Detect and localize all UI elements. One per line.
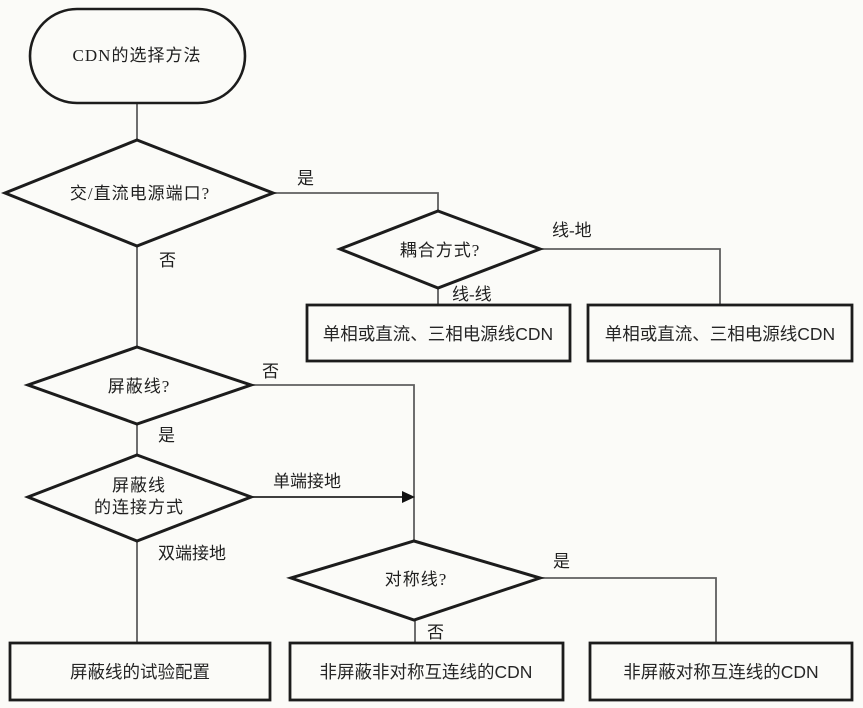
branch-label-symmetric-no: 否 (427, 623, 444, 642)
branch-label-symmetric-yes: 是 (553, 552, 570, 571)
connector-coupling-lineground-to-box (540, 248, 721, 304)
decision-coupling-mode-label: 耦合方式? (400, 241, 481, 260)
box-power-cdn-line-line (305, 303, 572, 363)
decision-shield-connection-label-line2: 的连接方式 (94, 498, 184, 517)
decision-shielded-line-label: 屏蔽线? (108, 377, 171, 396)
arrow-head-icon (402, 491, 415, 503)
connector-power-port-yes-to-coupling (273, 192, 439, 211)
start-terminator-label: CDN的选择方法 (73, 46, 202, 65)
decision-power-port-label: 交/直流电源端口? (70, 184, 210, 203)
connector-shielded-no-to-symmetric (251, 384, 415, 540)
box-unshielded-symmetric-cdn (588, 641, 854, 702)
decision-power-port (0, 138, 278, 248)
connector-symmetric-yes-to-box (540, 577, 717, 642)
box-shielded-test-config-label: 屏蔽线的试验配置 (70, 662, 210, 682)
start-terminator (28, 7, 247, 105)
decision-shielded-line (23, 345, 256, 426)
decision-symmetric-line-label: 对称线? (385, 570, 448, 589)
decision-coupling-mode (335, 209, 545, 290)
branch-label-power-port-yes: 是 (297, 169, 314, 188)
box-power-cdn-line-line-label: 单相或直流、三相电源线CDN (323, 324, 553, 344)
branch-label-shielded-no: 否 (262, 362, 279, 381)
branch-label-coupling-line-line: 线-线 (452, 285, 492, 304)
box-power-cdn-line-ground (586, 303, 854, 363)
branch-label-coupling-line-ground: 线-地 (552, 221, 592, 240)
box-unshielded-symmetric-cdn-label: 非屏蔽对称互连线的CDN (623, 662, 818, 682)
branch-label-double-end-ground: 双端接地 (158, 544, 226, 563)
branch-label-power-port-no: 否 (159, 251, 176, 270)
branch-label-shielded-yes: 是 (158, 426, 175, 445)
box-power-cdn-line-ground-label: 单相或直流、三相电源线CDN (605, 324, 835, 344)
decision-shield-connection (23, 453, 256, 543)
box-unshielded-asymmetric-cdn (288, 641, 565, 702)
box-unshielded-asymmetric-cdn-label: 非屏蔽非对称互连线的CDN (320, 662, 533, 682)
branch-label-single-end-ground: 单端接地 (273, 472, 341, 491)
decision-symmetric-line (286, 539, 546, 622)
box-shielded-test-config (8, 641, 272, 702)
decision-shield-connection-label-line1: 屏蔽线 (112, 476, 166, 495)
